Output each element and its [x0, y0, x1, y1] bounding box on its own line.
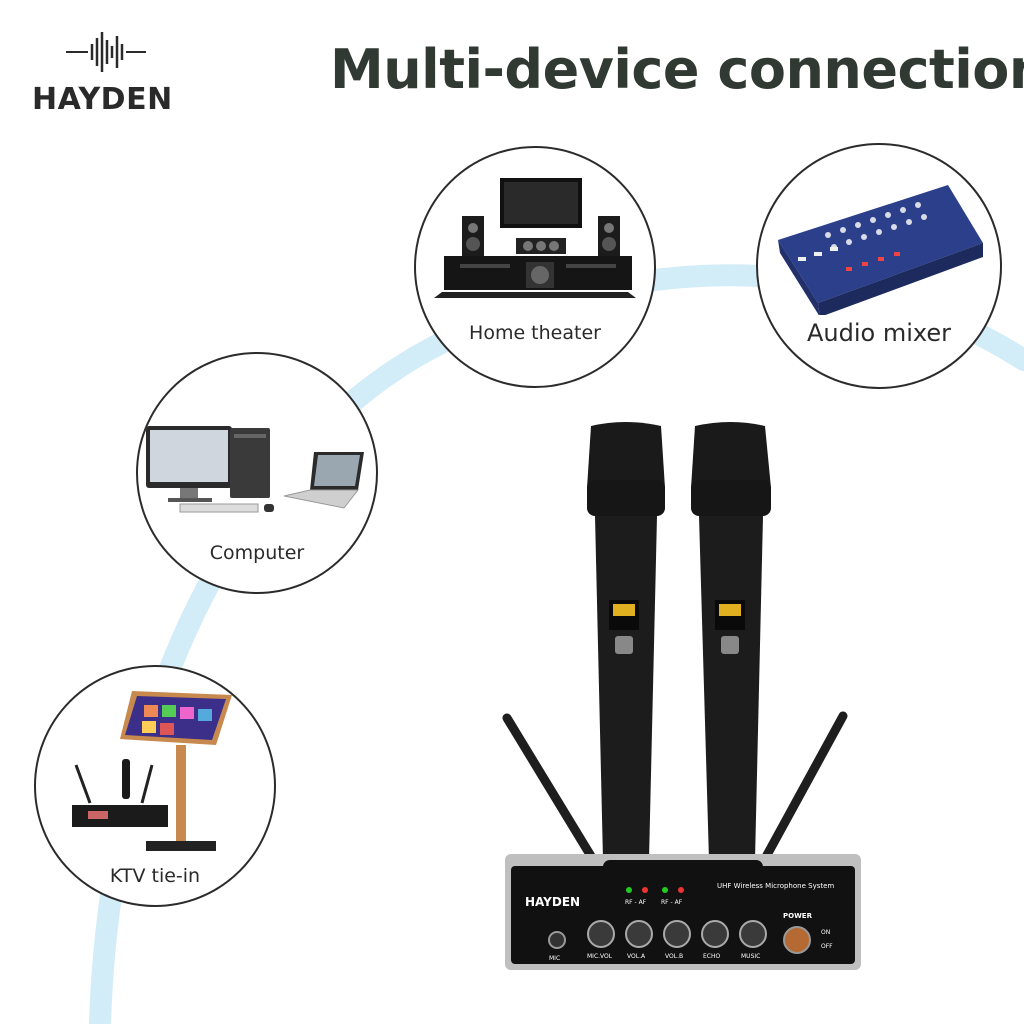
connection-label: Audio mixer — [807, 319, 951, 347]
rf-label-a: RF - AF — [625, 899, 647, 906]
connection-ktv: KTV tie-in — [34, 665, 276, 907]
receiver-unit — [505, 854, 861, 970]
connection-label: Computer — [209, 542, 305, 564]
connection-label: KTV tie-in — [109, 865, 201, 887]
receiver-brand: HAYDEN — [525, 895, 580, 909]
microphone-a — [587, 422, 665, 860]
knob-label-music: MUSIC — [741, 953, 760, 960]
knob-label-vol-b: VOL.B — [665, 953, 683, 960]
antenna-right — [756, 711, 848, 871]
mic-jack-label: MIC — [549, 955, 560, 962]
connection-label: Home theater — [469, 322, 601, 344]
wireless-mic-system: HAYDEN UHF Wireless Microphone System RF… — [502, 422, 861, 970]
connection-computer: Computer — [136, 352, 378, 594]
computer-icon — [146, 426, 364, 513]
rf-label-b: RF - AF — [661, 899, 683, 906]
connection-audio-mixer: Audio mixer — [756, 143, 1002, 389]
audio-mixer-icon — [778, 185, 983, 315]
home-theater-icon — [434, 178, 636, 298]
page-title: Multi-device connection — [330, 38, 1024, 101]
power-label: POWER — [783, 912, 813, 920]
brand-logo: HAYDEN — [26, 30, 186, 120]
knob-label-mic-vol: MIC.VOL — [587, 953, 613, 960]
microphone-b — [691, 422, 771, 860]
knob-label-echo: ECHO — [703, 953, 720, 960]
knob-label-vol-a: VOL.A — [627, 953, 646, 960]
power-on-label: ON — [821, 929, 830, 936]
antenna-left — [502, 713, 602, 871]
connection-home-theater: Home theater — [414, 146, 656, 388]
power-off-label: OFF — [821, 943, 833, 950]
receiver-model: UHF Wireless Microphone System — [717, 882, 834, 890]
brand-name: HAYDEN — [32, 82, 173, 117]
soundwave-icon — [66, 32, 146, 72]
ktv-icon — [72, 691, 232, 851]
